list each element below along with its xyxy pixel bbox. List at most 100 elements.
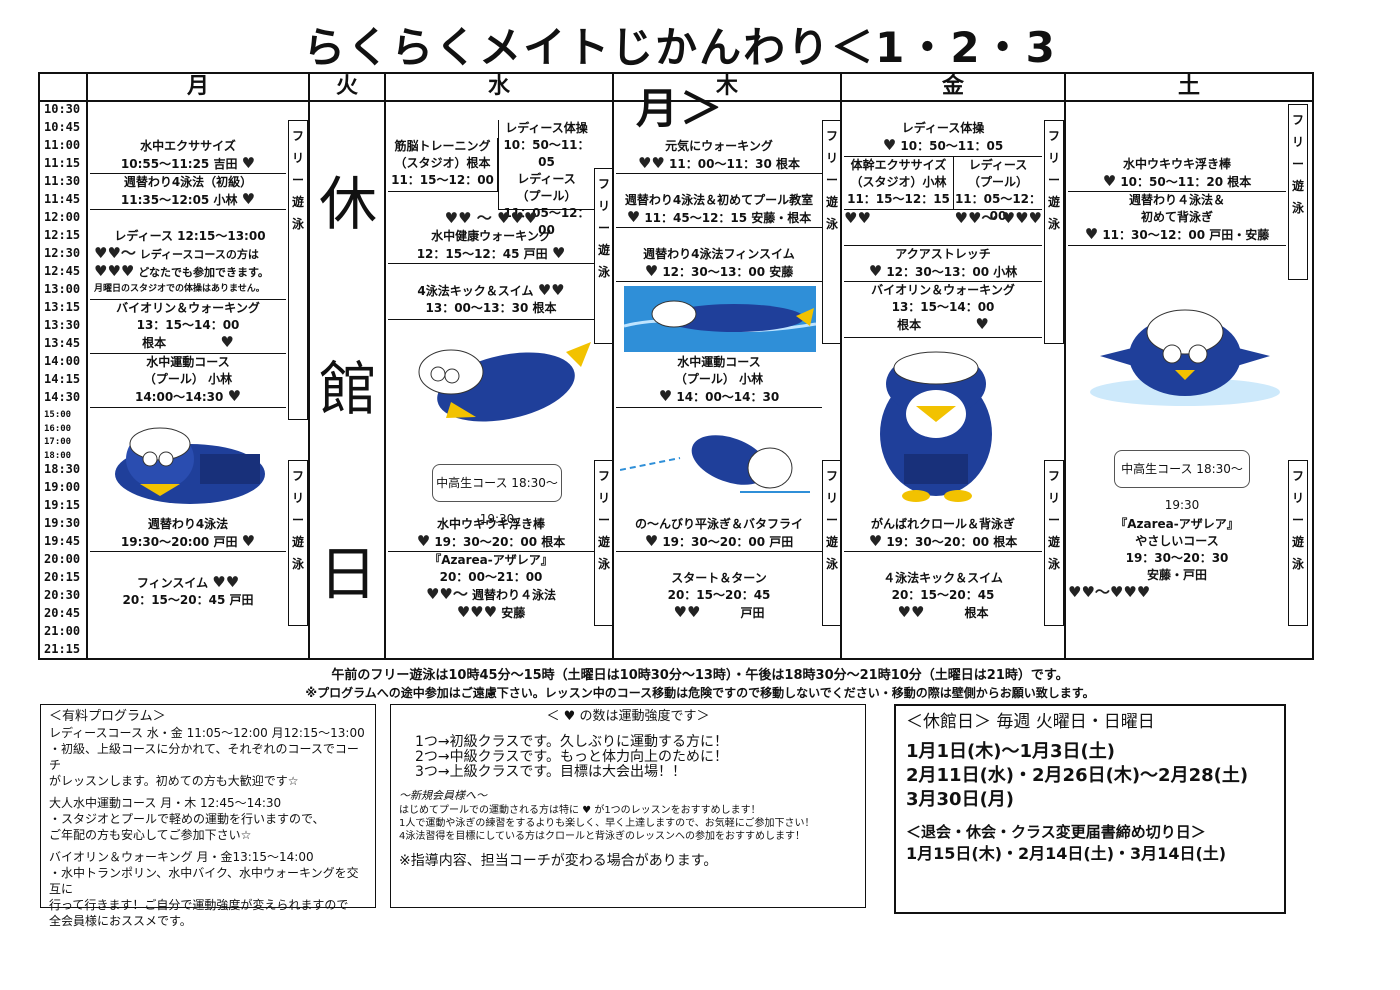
time-label: 19:45 (44, 534, 81, 548)
penguin-mascot-pool (624, 286, 816, 352)
heart-icon: ♥ (1102, 172, 1117, 190)
class-sat-4strokes-back: 週替わり４泳法＆ 初めて背泳ぎ ♥ 11：30～12：00 戸田・安藤 (1068, 192, 1286, 246)
class-name: がんばれクロール＆背泳ぎ (870, 517, 1015, 531)
time-label: 13:00 (44, 282, 81, 296)
class-name: 『Azarea-アザレア』 (429, 553, 553, 567)
class-place: （プール） 小林 (143, 372, 233, 386)
free-swim-thu-pm: フリー遊泳 (822, 460, 842, 626)
class-name: バイオリン＆ウォーキング (871, 283, 1015, 297)
heart-icon: ♥ (868, 532, 883, 550)
class-time: 20：15～20：45 (891, 588, 995, 602)
heart-icon: ♥♥～ (94, 244, 136, 262)
paid-program-line: レディースコース 水・金 11:05～12:00 月12:15～13:00 (49, 726, 365, 740)
closed-char: 日 (318, 540, 377, 608)
class-wed-brain-training: 筋脳トレーニング （スタジオ）根本 11：15～12：00 (388, 138, 498, 192)
class-wed-azarea: 『Azarea-アザレア』 20：00～21：00 ♥♥～ 週替わり４泳法 ♥♥… (388, 552, 594, 626)
class-fri-ladies-pool: レディース （プール） 11：05～12：00 (954, 156, 1042, 223)
class-name: スタート＆ターン (671, 571, 767, 585)
class-name: 週替わり４泳法＆ (1128, 193, 1225, 207)
closed-date: 3月30日(月) (906, 789, 1015, 810)
class-mon-violin-walking: バイオリン＆ウォーキング 13：15～14：00 根本 ♥ (90, 300, 286, 354)
class-fri-violin-walking: バイオリン＆ウォーキング 13：15～14：00 根本 ♥ (844, 282, 1042, 338)
class-place: （プール） 小林 (674, 372, 764, 386)
class-name: 週替わり4泳法（初級） (123, 175, 253, 189)
class-time: 12：15～12：45 戸田 ♥ (416, 244, 566, 262)
class-name: ４泳法キック＆スイム (883, 571, 1003, 585)
class-name: 週替わり4泳法 (147, 517, 229, 531)
class-name: やさしいコース (1135, 534, 1219, 548)
class-sat-float-bar: 水中ウキウキ浮き棒 ♥ 10：50～11：20 根本 (1068, 156, 1286, 192)
class-name: 水中エクササイズ (140, 139, 236, 153)
class-sat-azarea: 『Azarea-アザレア』 やさしいコース 19：30～20：30 安藤・戸田 … (1068, 516, 1286, 606)
heart-icon: ♥ (551, 244, 566, 262)
closed-days-heading: ＜休館日＞ 毎週 火曜日・日曜日 (906, 712, 1155, 732)
class-note: 月曜日のスタジオでの体操はありません。 (94, 284, 265, 294)
time-label: 11:00 (44, 138, 81, 152)
time-label: 12:15 (44, 228, 81, 242)
class-time: 11:35～12:05 小林 ♥ (120, 190, 256, 208)
time-label: 16:00 (44, 423, 72, 434)
class-name: レディース (517, 172, 576, 186)
class-name: 週替わり4泳法フィンスイム (643, 247, 795, 261)
class-time: ♥♥ 11：00～11：30 根本 (637, 154, 801, 172)
time-label: 20:00 (44, 552, 81, 566)
new-member-line: はじめてプールでの運動される方は特に ♥ が1つのレッスンをおすすめします！ (399, 805, 761, 816)
time-label: 20:15 (44, 570, 81, 584)
class-mon-finswim: フィンスイム ♥♥ 20：15～20：45 戸田 (90, 574, 286, 626)
class-time: 10：50～11：05 (503, 138, 590, 169)
class-place: （プール） (967, 175, 1028, 189)
heart-icon: ♥♥ (897, 603, 925, 621)
class-wed-kick-swim: 4泳法キック＆スイム ♥♥ 13：00～13：30 根本 (388, 282, 594, 320)
paid-program-line: 行って行きます！ご自分で運動強度が変えられますので (49, 898, 349, 912)
class-time: ♥ 10：50～11：05 (882, 136, 1004, 154)
heart-icon: ♥♥♥ (456, 603, 498, 621)
heart-icon: ♥ (644, 532, 659, 550)
class-time: ♥ 12：30～13：00 安藤 (644, 262, 794, 280)
class-time: ♥ 19：30～20：00 根本 (416, 532, 566, 550)
class-place: （プール） (516, 189, 577, 203)
day-header-sat: 土 (1066, 74, 1312, 102)
heart-icon: ♥♥～ ♥♥♥ (954, 209, 1042, 227)
class-coach: ♥♥戸田 (673, 603, 765, 621)
paid-program-line: ・初級、上級コースに分かれて、それぞれのコースでコーチ (49, 742, 359, 772)
intensity-level-1: 1つ→初級クラスです。久しぶりに運動する方に！ (415, 734, 728, 750)
class-time: ♥ 14：00～14：30 (658, 387, 780, 405)
heart-icon: ♥ (868, 262, 883, 280)
closed-date: 2月11日(水)・2月26日(木)～2月28(土) (906, 765, 1249, 786)
hearts-row: ♥♥♥♥～ ♥♥♥ (844, 210, 1042, 246)
class-time: ♥ 11：30～12：00 戸田・安藤 (1084, 225, 1270, 243)
class-name: バイオリン＆ウォーキング (116, 301, 260, 315)
heart-icon: ♥♥ ～ ♥♥♥ (444, 209, 538, 227)
class-coach: 根本 ♥ (897, 315, 989, 333)
free-swim-hours-notice: 午前のフリー遊泳は10時45分～15時（土曜日は10時30分～13時）・午後は1… (331, 668, 1069, 683)
time-label: 11:45 (44, 192, 81, 206)
free-swim-sat-am: フリー遊泳 (1288, 104, 1308, 280)
time-label: 11:30 (44, 174, 81, 188)
class-time: 13：15～14：00 (136, 318, 240, 332)
class-coach: 安藤・戸田 (1146, 568, 1207, 582)
paid-program-line: 大人水中運動コース 月・木 12:45～14:30 (49, 796, 282, 810)
paid-program-line: ・水中トランポリン、水中バイク、水中ウォーキングを交互に (49, 866, 359, 896)
time-label: 14:30 (44, 390, 81, 404)
class-name: 初めて背泳ぎ (1140, 210, 1213, 224)
day-header-thu: 木 (614, 74, 842, 102)
paid-program-lines: レディースコース 水・金 11:05～12:00 月12:15～13:00 ・初級… (49, 725, 367, 929)
time-label: 13:45 (44, 336, 81, 350)
new-member-line: 4泳法習得を目標にしている方はクロールと背泳ぎのレッスンへの参加をおすすめします… (399, 831, 806, 842)
divider (840, 74, 842, 658)
class-time: 14:00～14:30 ♥ (134, 387, 242, 405)
class-time: 13：00～13：30 根本 (425, 301, 557, 315)
class-mon-aqua-exercise: 水中エクササイズ 10:55～11:25 吉田 ♥ (90, 138, 286, 174)
time-label: 13:15 (44, 300, 81, 314)
intensity-heading: ＜ ♥ の数は運動強度です＞ (546, 709, 710, 724)
class-coach: 根本 ♥ (142, 333, 234, 351)
class-name: 週替わり4泳法＆初めてプール教室 (624, 193, 814, 207)
intensity-levels: 1つ→初級クラスです。久しぶりに運動する方に！ 2つ→中級クラスです。もっと体力… (415, 735, 857, 780)
free-swim-wed-am: フリー遊泳 (594, 168, 614, 344)
deadline-dates: 1月15日(木)・2月14日(土)・3月14日(土) (906, 844, 1227, 863)
class-time: 20：15～20：45 (667, 588, 771, 602)
heart-icon: ♥♥～♥♥♥ (1068, 583, 1151, 601)
heart-icon: ♥♥ (637, 154, 665, 172)
paid-program-box: ＜有料プログラム＞ レディースコース 水・金 11:05～12:00 月12:1… (40, 704, 376, 928)
time-label: 10:30 (44, 102, 81, 116)
